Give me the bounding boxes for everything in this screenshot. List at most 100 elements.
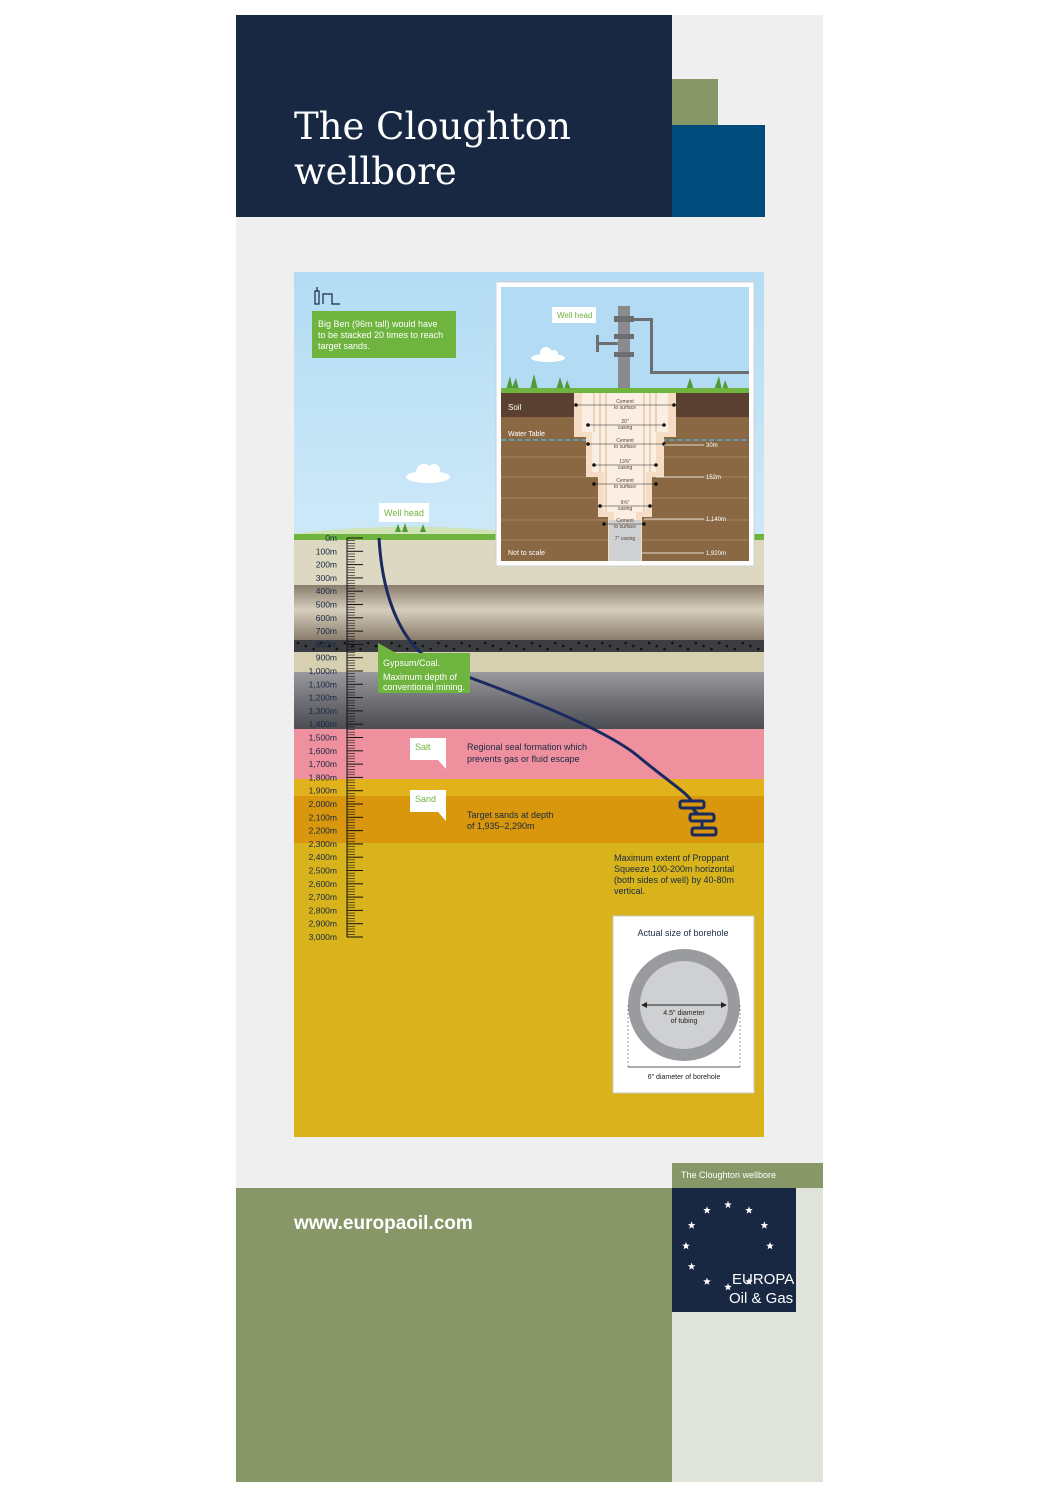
depth-label: 1,500m xyxy=(309,733,337,743)
gypsum-note-1: Gypsum/Coal. xyxy=(383,658,440,668)
casing-marker-dot xyxy=(648,504,652,508)
depth-label: 1,300m xyxy=(309,706,337,716)
casing-label: casing xyxy=(618,506,633,512)
depth-label: 700m xyxy=(316,626,337,636)
footer-tab: The Cloughton wellbore xyxy=(672,1163,823,1188)
inset-water-table-label: Water Table xyxy=(508,431,545,438)
big-ben-note-box xyxy=(312,311,456,358)
casing-marker-dot xyxy=(642,522,646,526)
coal-dots xyxy=(296,641,760,651)
depth-label: 300m xyxy=(316,573,337,583)
depth-mark-1920m: 1,920m xyxy=(706,551,726,557)
logo-svg: EUROPA Oil & Gas xyxy=(682,1200,794,1307)
depth-label: 1,400m xyxy=(309,719,337,729)
depth-label: 2,800m xyxy=(309,905,337,915)
borehole-label: 6" diameter of borehole xyxy=(648,1074,721,1081)
star-icon xyxy=(760,1221,769,1229)
casing-marker-dot xyxy=(654,463,658,467)
title-line-1: The Cloughton xyxy=(294,105,571,148)
inset-not-to-scale: Not to scale xyxy=(508,550,545,557)
casing-label: Cement xyxy=(616,399,634,405)
depth-mark-1140m: 1,140m xyxy=(706,517,726,523)
salt-note-1: Regional seal formation which xyxy=(467,742,587,752)
footer-green xyxy=(236,1188,672,1482)
star-icon xyxy=(682,1242,690,1250)
borehole-title: Actual size of borehole xyxy=(637,928,728,938)
depth-mark-30m: 30m xyxy=(706,443,718,449)
depth-label: 1,100m xyxy=(309,679,337,689)
depth-scale: 0m100m200m300m400m500m600m700m800m900m1,… xyxy=(309,533,363,942)
depth-label: 400m xyxy=(316,586,337,596)
tree-icon xyxy=(395,523,426,532)
proppant-note-4: vertical. xyxy=(614,886,645,896)
well-head-label: Well head xyxy=(384,508,424,518)
casing-label: to surface xyxy=(614,405,636,411)
depth-label: 1,700m xyxy=(309,759,337,769)
casing-marker-dot xyxy=(586,423,590,427)
casing-marker-dot xyxy=(592,463,596,467)
casing-label: Cement xyxy=(616,438,634,444)
page-title: The Cloughton wellbore xyxy=(294,104,654,194)
layer-sand xyxy=(294,796,764,843)
depth-label: 800m xyxy=(316,639,337,649)
layer-gypsum xyxy=(294,652,764,672)
layer-mudstone xyxy=(294,585,764,640)
casing-label: 9⅝" xyxy=(621,500,630,506)
layer-yellow xyxy=(294,779,764,796)
europa-logo: EUROPA Oil & Gas xyxy=(672,1188,796,1312)
logo-text-europa: EUROPA xyxy=(732,1271,794,1288)
sand-label-box xyxy=(410,790,446,821)
well-head-label-box xyxy=(379,503,429,522)
cloud-icon xyxy=(406,464,450,483)
proppant-note-3: (both sides of well) by 40-80m xyxy=(614,875,734,885)
casing-marker-dot xyxy=(602,522,606,526)
depth-label: 1,000m xyxy=(309,666,337,676)
star-icon xyxy=(687,1221,696,1229)
proppant-note-2: Squeeze 100-200m horizontal xyxy=(614,864,734,874)
depth-label: 900m xyxy=(316,653,337,663)
salt-note-2: prevents gas or fluid escape xyxy=(467,754,580,764)
casing-marker-dot xyxy=(654,482,658,486)
depth-label: 2,500m xyxy=(309,866,337,876)
depth-label: 2,300m xyxy=(309,839,337,849)
website-link[interactable]: www.europaoil.com xyxy=(294,1213,473,1234)
depth-label: 200m xyxy=(316,560,337,570)
inset-soil-label: Soil xyxy=(508,403,522,412)
casing-depth-markers xyxy=(642,444,704,554)
decor-blue-square xyxy=(672,125,765,217)
big-ben-note-3: target sands. xyxy=(318,341,370,351)
star-icon xyxy=(745,1206,753,1214)
casing-label: Cement xyxy=(616,518,634,524)
depth-label: 100m xyxy=(316,546,337,556)
salt-label: Salt xyxy=(415,742,431,752)
inset-well-head-box xyxy=(552,307,596,323)
big-ben-note-1: Big Ben (96m tall) would have xyxy=(318,319,438,329)
gypsum-note-2: Maximum depth of xyxy=(383,672,458,682)
wellhead-valve-icon xyxy=(596,306,749,390)
depth-label: 2,600m xyxy=(309,879,337,889)
star-icon xyxy=(703,1277,711,1285)
tubing-label-2: of tubing xyxy=(671,1018,698,1025)
star-icon xyxy=(687,1262,696,1270)
star-icon xyxy=(724,1283,732,1291)
gypsum-note-box xyxy=(378,643,470,693)
casing-label: 13⅜" xyxy=(619,459,631,465)
big-ben-note-2: to be stacked 20 times to reach xyxy=(318,330,443,340)
depth-label: 500m xyxy=(316,600,337,610)
depth-mark-152m: 152m xyxy=(706,475,721,481)
decor-green-square xyxy=(672,79,718,125)
title-line-2: wellbore xyxy=(294,150,457,193)
proppant-note-1: Maximum extent of Proppant xyxy=(614,853,730,863)
depth-label: 600m xyxy=(316,613,337,623)
casing-strings xyxy=(574,393,676,561)
star-icon xyxy=(766,1242,774,1250)
casing-marker-dot xyxy=(592,482,596,486)
star-icon xyxy=(745,1277,753,1285)
casing-label: Cement xyxy=(616,478,634,484)
depth-label: 1,800m xyxy=(309,772,337,782)
casing-marker-dot xyxy=(574,403,578,407)
casing-label: 7" casing xyxy=(615,536,636,542)
depth-label: 3,000m xyxy=(309,932,337,942)
salt-label-box xyxy=(410,738,446,769)
